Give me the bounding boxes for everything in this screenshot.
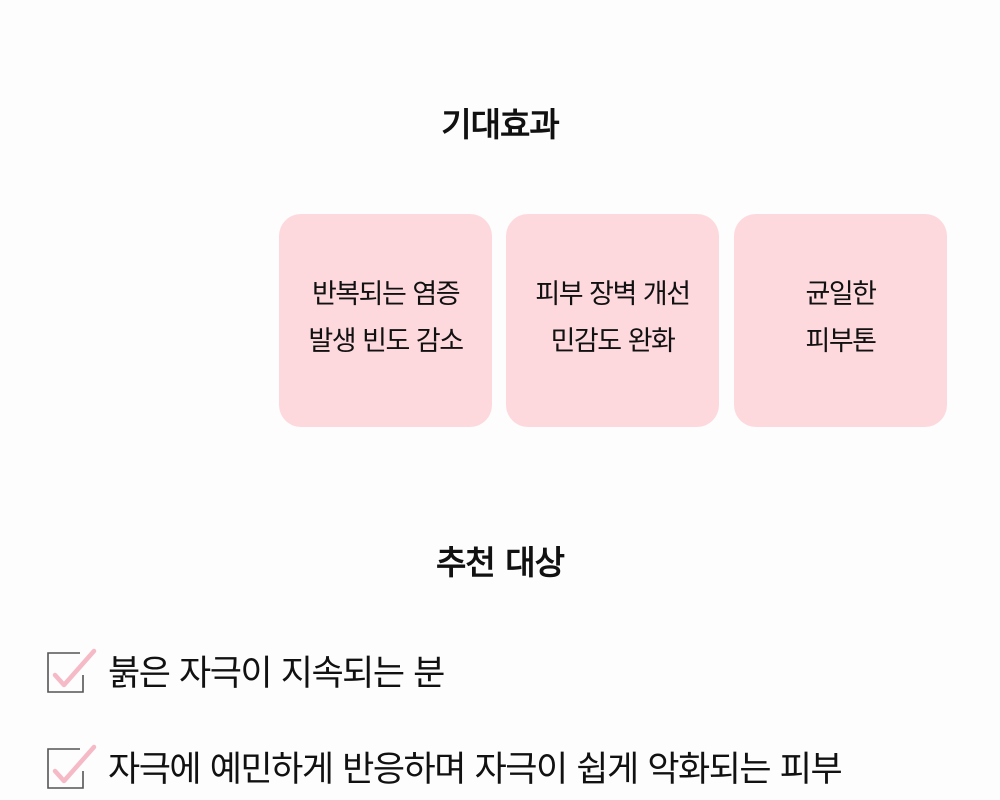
item-text: 붉은 자극이 지속되는 분 <box>108 653 445 694</box>
card-line: 민감도 완화 <box>550 325 676 357</box>
recommended-item: 자극에 예민하게 반응하며 자극이 쉽게 악화되는 피부 <box>46 741 843 791</box>
effect-card-skintone: 균일한 피부톤 <box>734 214 947 427</box>
effect-card-inflammation: 반복되는 염증 발생 빈도 감소 <box>279 214 492 427</box>
card-line: 균일한 <box>805 278 877 310</box>
checkbox-checked-icon <box>46 645 100 695</box>
card-line: 피부 장벽 개선 <box>535 278 691 310</box>
item-text: 자극에 예민하게 반응하며 자극이 쉽게 악화되는 피부 <box>108 749 843 790</box>
card-line: 반복되는 염증 <box>311 278 461 310</box>
recommended-title: 추천 대상 <box>436 543 565 582</box>
effects-title: 기대효과 <box>441 105 559 144</box>
recommended-item: 붉은 자극이 지속되는 분 <box>46 645 445 695</box>
checkbox-checked-icon <box>46 741 100 791</box>
card-line: 발생 빈도 감소 <box>308 325 464 357</box>
effect-card-barrier: 피부 장벽 개선 민감도 완화 <box>506 214 719 427</box>
card-line: 피부톤 <box>805 325 877 357</box>
